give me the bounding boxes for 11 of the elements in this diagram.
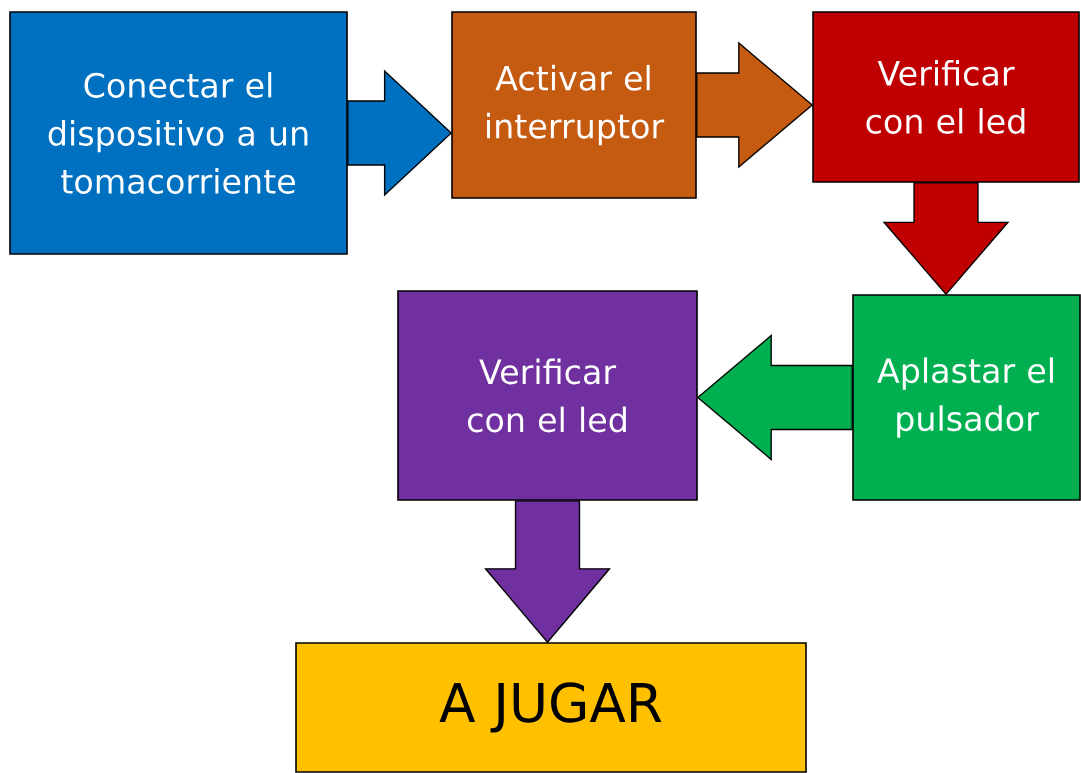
process-box: Verificar con el led xyxy=(812,11,1080,183)
process-box: Conectar el dispositivo a un tomacorriente xyxy=(9,11,348,255)
block-arrow xyxy=(882,182,1010,296)
block-arrow xyxy=(696,334,853,461)
process-box: Verificar con el led xyxy=(397,290,698,501)
process-box: A JUGAR xyxy=(295,642,807,773)
block-arrow xyxy=(484,500,611,644)
block-arrow xyxy=(696,41,814,169)
process-box: Aplastar el pulsador xyxy=(852,294,1081,501)
block-arrow xyxy=(347,69,453,197)
process-box: Activar el interruptor xyxy=(451,11,697,199)
